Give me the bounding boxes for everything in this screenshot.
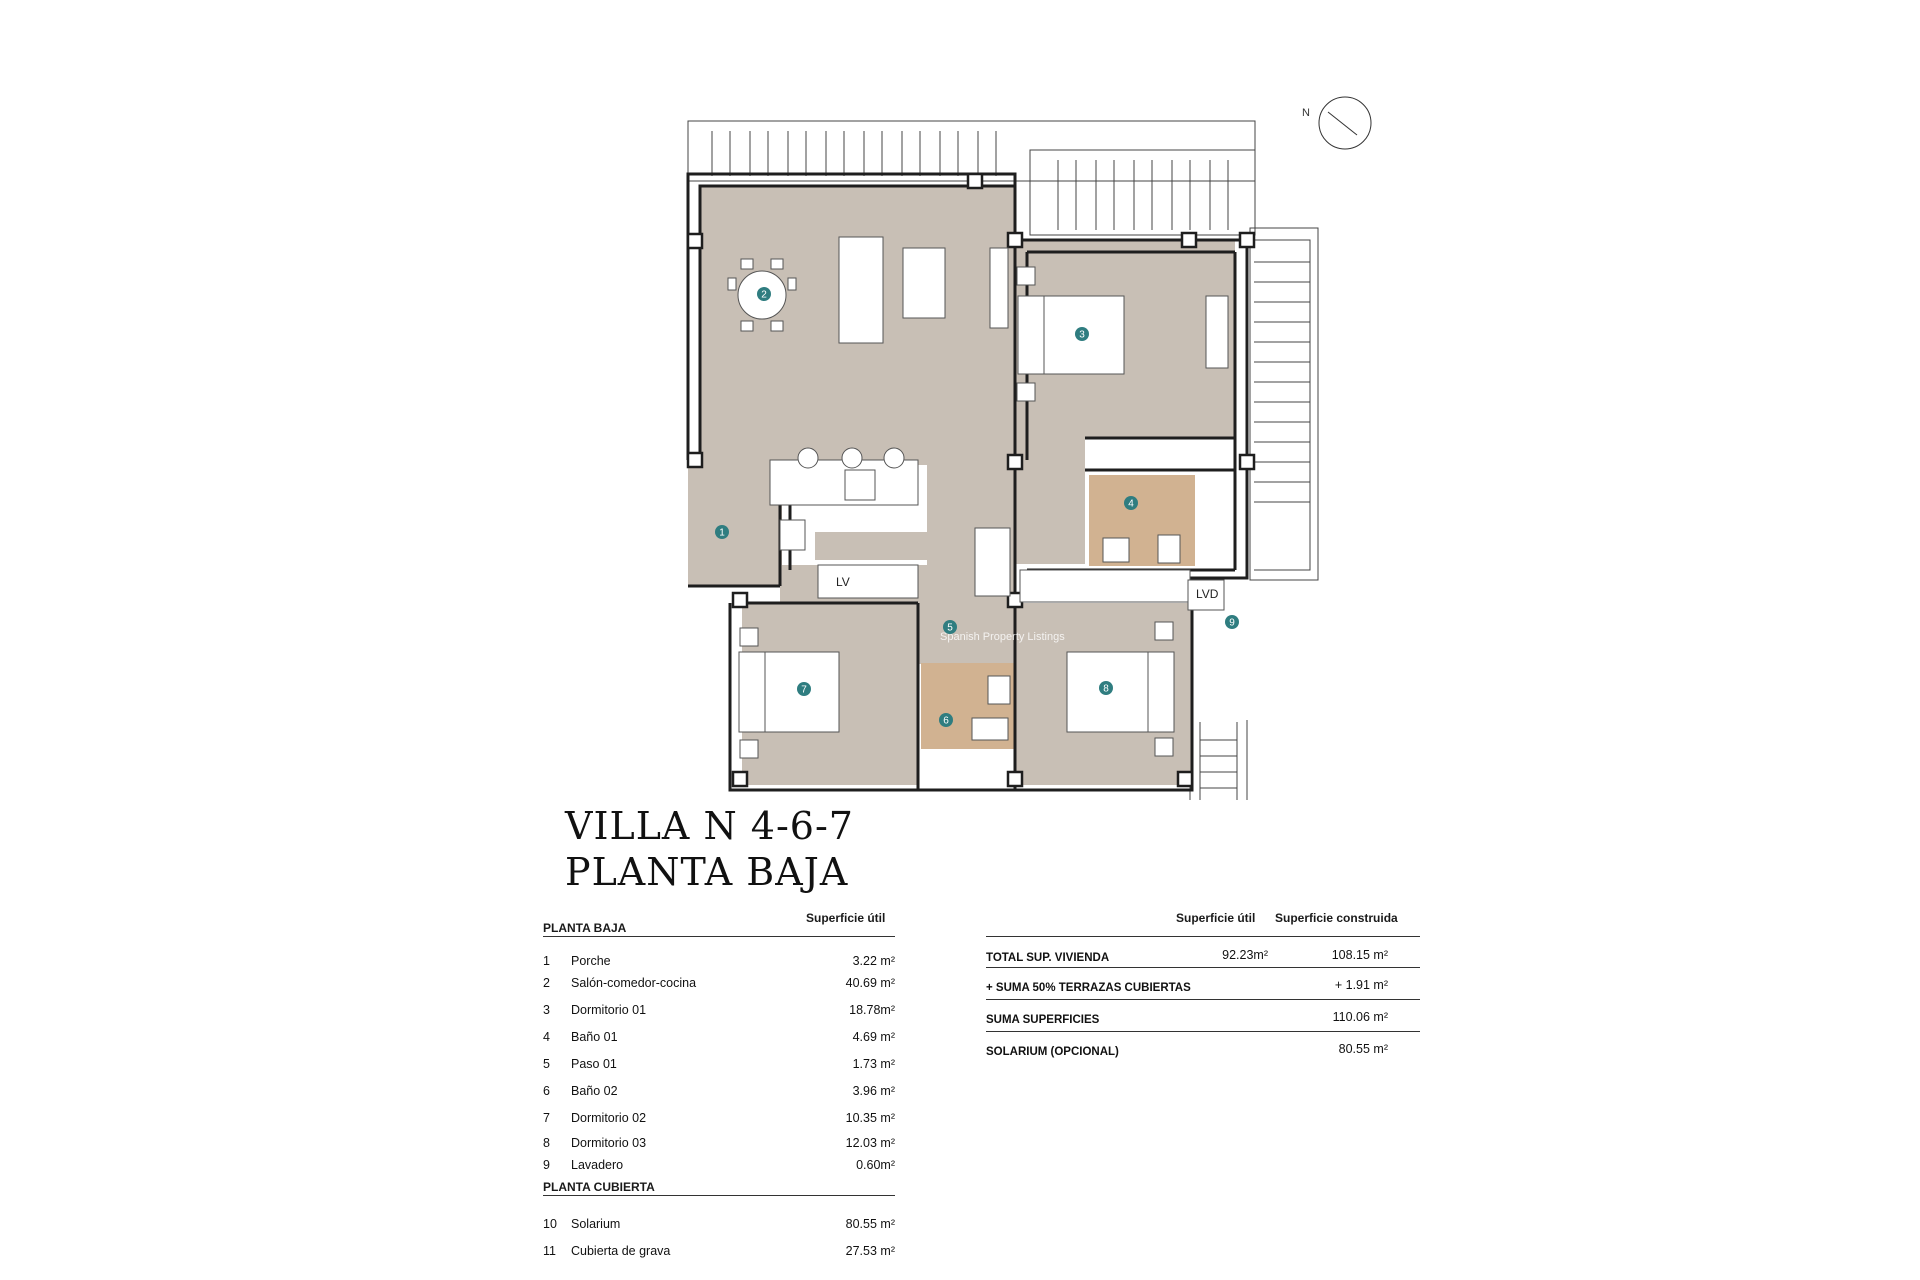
col-header-construida: Superficie construida [1275, 911, 1398, 925]
room-row-7-name: Dormitorio 02 [571, 1111, 647, 1125]
room-row-2-name: Salón-comedor-cocina [571, 976, 697, 990]
roof-row-10-area: 80.55 m² [845, 1217, 895, 1231]
room-marker-label-6: 6 [943, 716, 949, 727]
room-row-3-area: 18.78m² [849, 1003, 895, 1017]
room-marker-label-2: 2 [761, 290, 767, 301]
summary-row-util: 92.23m² [1222, 948, 1268, 962]
villa-title: VILLA N 4-6-7 [565, 804, 854, 848]
summary-row-construida: + 1.91 m² [1334, 978, 1388, 992]
room-marker-label-8: 8 [1103, 684, 1109, 695]
col-header-util: Superficie útil [1176, 911, 1256, 925]
room-marker-1 [715, 525, 729, 539]
summary-row-label: SOLARIUM (OPCIONAL) [986, 1046, 1119, 1058]
room-row-6-number: 6 [543, 1084, 550, 1098]
room-markers: 1 2 3 4 5 6 7 8 9 [715, 287, 1239, 727]
stairs-upper [1249, 227, 1319, 581]
floor-title: PLANTA BAJA [565, 850, 849, 894]
summary-row-label: + SUMA 50% TERRAZAS CUBIERTAS [986, 982, 1191, 994]
table-rule [986, 999, 1420, 1000]
room-marker-2 [757, 287, 771, 301]
room-marker-6 [939, 713, 953, 727]
room-row-9-area: 0.60m² [856, 1158, 895, 1172]
stairs-lower [1189, 720, 1248, 800]
roof-row-11-area: 27.53 m² [845, 1244, 895, 1258]
summary-row-construida: 80.55 m² [1338, 1042, 1388, 1056]
room-row-1-number: 1 [543, 954, 550, 968]
room-row-6-area: 3.96 m² [852, 1084, 895, 1098]
table-rule [986, 1031, 1420, 1032]
table-rule [986, 936, 1420, 937]
compass-n-label: N [1302, 107, 1310, 119]
room-marker-9 [1225, 615, 1239, 629]
room-marker-label-1: 1 [719, 528, 725, 539]
room-row-8-area: 12.03 m² [845, 1136, 895, 1150]
col-header-superficie-util: Superficie útil [806, 911, 886, 925]
room-row-5-number: 5 [543, 1057, 550, 1071]
summary-row-label: SUMA SUPERFICIES [986, 1014, 1100, 1026]
roof-row-11-name: Cubierta de grava [571, 1244, 671, 1258]
room-row-8-number: 8 [543, 1136, 550, 1150]
room-row-1-name: Porche [571, 954, 611, 968]
room-row-2-area: 40.69 m² [845, 976, 895, 990]
room-row-4-number: 4 [543, 1030, 550, 1044]
roof-row-10-number: 10 [543, 1217, 557, 1231]
room-row-4-name: Baño 01 [571, 1030, 618, 1044]
room-row-3-name: Dormitorio 01 [571, 1003, 647, 1017]
room-row-1-area: 3.22 m² [852, 954, 895, 968]
room-row-5-area: 1.73 m² [852, 1057, 895, 1071]
room-row-2-number: 2 [543, 976, 550, 990]
summary-row-construida: 108.15 m² [1331, 948, 1388, 962]
section-header-planta-baja: PLANTA BAJA [543, 921, 627, 935]
room-marker-label-7: 7 [801, 685, 807, 696]
room-row-5-name: Paso 01 [571, 1057, 617, 1071]
room-row-4-area: 4.69 m² [852, 1030, 895, 1044]
room-marker-7 [797, 682, 811, 696]
room-marker-5 [943, 620, 957, 634]
room-marker-label-9: 9 [1229, 618, 1235, 629]
room-marker-4 [1124, 496, 1138, 510]
room-row-9-name: Lavadero [571, 1158, 624, 1172]
roof-row-11-number: 11 [543, 1244, 556, 1258]
room-row-7-number: 7 [543, 1111, 550, 1125]
floor-plan: LV LVD Spanish Property Listings 1 2 3 4 5 6 7… [686, 96, 1372, 800]
summary-row-label: TOTAL SUP. VIVIENDA [986, 952, 1110, 964]
room-marker-3 [1075, 327, 1089, 341]
watermark: Spanish Property Listings [940, 631, 1065, 643]
compass [1318, 96, 1372, 150]
room-marker-label-4: 4 [1128, 499, 1134, 510]
table-rule [543, 1195, 895, 1196]
lvd-label: LVD [1196, 587, 1219, 601]
room-row-3-number: 3 [543, 1003, 550, 1017]
furniture [727, 236, 1229, 759]
room-row-9-number: 9 [543, 1158, 550, 1172]
table-rule [986, 967, 1420, 968]
table-rule [543, 936, 895, 937]
columns [686, 172, 1256, 788]
room-row-7-area: 10.35 m² [845, 1111, 895, 1125]
room-row-8-name: Dormitorio 03 [571, 1136, 647, 1150]
room-row-6-name: Baño 02 [571, 1084, 618, 1098]
room-marker-8 [1099, 681, 1113, 695]
room-marker-label-3: 3 [1079, 330, 1085, 341]
summary-row-construida: 110.06 m² [1332, 1010, 1388, 1024]
lv-label: LV [836, 575, 850, 589]
room-marker-label-5: 5 [947, 623, 953, 634]
roof-row-10-name: Solarium [571, 1217, 621, 1231]
section-header-planta-cubierta: PLANTA CUBIERTA [543, 1180, 655, 1194]
